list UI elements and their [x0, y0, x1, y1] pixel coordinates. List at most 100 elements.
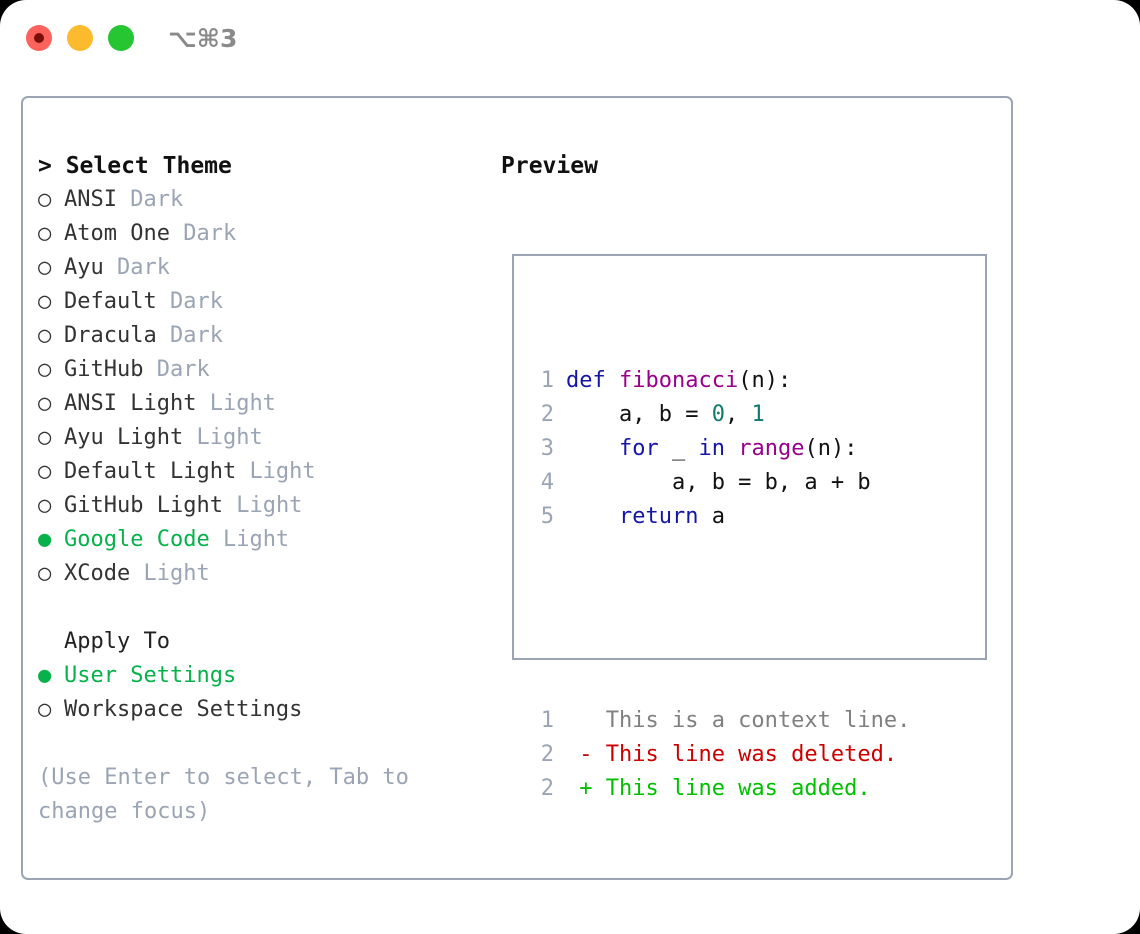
line-number: 2 — [540, 776, 554, 801]
theme-option-label: Default Light — [64, 459, 237, 484]
theme-option-variant-tag: Light — [249, 459, 316, 484]
theme-selector-column: > Select Theme ○ANSI Dark○Atom One Dark○… — [38, 149, 488, 727]
theme-option-ansi-light[interactable]: ○ANSI Light Light — [38, 387, 488, 421]
code-token: _ — [658, 436, 699, 461]
theme-option-variant-tag: Dark — [169, 289, 223, 314]
theme-option-ayu-light[interactable]: ○Ayu Light Light — [38, 421, 488, 455]
apply-option-label: Workspace Settings — [64, 697, 303, 722]
theme-option-label: Atom One — [64, 221, 170, 246]
theme-option-default-light[interactable]: ○Default Light Light — [38, 455, 488, 489]
theme-option-variant-tag: Light — [143, 561, 210, 586]
theme-option-variant-tag: Light — [236, 493, 303, 518]
theme-option-ayu[interactable]: ○ Ayu Dark — [38, 251, 488, 285]
theme-option-xcode[interactable]: ○ XCode Light — [38, 557, 488, 591]
theme-option-label: Ayu Light — [64, 425, 184, 450]
radio-unselected-icon: ○ — [38, 289, 52, 314]
theme-options-list: ○ANSI Dark○Atom One Dark○Ayu Dark○Defaul… — [38, 183, 488, 591]
radio-unselected-icon: ○ — [38, 493, 52, 518]
theme-option-default[interactable]: ○ Default Dark — [38, 285, 488, 319]
theme-option-github[interactable]: ○GitHub Dark — [38, 353, 488, 387]
radio-unselected-icon: ○ — [38, 323, 52, 348]
code-token: a — [698, 504, 725, 529]
radio-unselected-icon: ○ — [38, 561, 52, 586]
theme-option-variant-tag: Dark — [130, 187, 184, 212]
theme-option-label: GitHub — [64, 357, 144, 382]
spacer — [236, 459, 249, 484]
code-token — [606, 368, 619, 393]
theme-option-ansi[interactable]: ○ANSI Dark — [38, 183, 488, 217]
section-spacer — [38, 591, 488, 625]
theme-option-label: Default — [64, 289, 157, 314]
code-token: range — [738, 436, 805, 461]
maximize-button[interactable] — [108, 25, 134, 51]
code-token: def — [566, 368, 606, 393]
title-bar: ⌥⌘3 — [0, 0, 1140, 78]
spacer — [210, 527, 223, 552]
diff-line: 2 + This line was added. — [526, 772, 910, 806]
diff-line: 1 This is a context line. — [526, 704, 911, 738]
diff-line-text: This is a context line. — [566, 708, 911, 733]
theme-option-label: ANSI — [64, 187, 117, 212]
radio-unselected-icon: ○ — [38, 255, 52, 280]
code-token: 1 — [751, 402, 765, 427]
close-button[interactable] — [26, 25, 52, 51]
line-number: 5 — [540, 504, 554, 529]
theme-option-atom-one[interactable]: ○Atom One Dark — [38, 217, 488, 251]
apply-option-workspace-settings[interactable]: ○Workspace Settings — [38, 693, 488, 727]
line-number: 2 — [540, 742, 554, 767]
code-line: 5 return a — [526, 500, 910, 534]
select-theme-header: > Select Theme — [38, 153, 232, 179]
line-number: 1 — [540, 368, 554, 393]
theme-option-label: XCode — [64, 561, 131, 586]
theme-option-github-light[interactable]: ○GitHub Light Light — [38, 489, 488, 523]
code-token: fibonacci — [619, 368, 739, 393]
apply-option-label: User Settings — [64, 663, 237, 688]
diff-line-text: - This line was deleted. — [566, 742, 898, 767]
code-line: 3 for _ in range(n): — [526, 432, 910, 466]
code-token: in — [698, 436, 725, 461]
apply-option-user-settings[interactable]: ● User Settings — [38, 659, 488, 693]
code-token — [725, 436, 738, 461]
radio-unselected-icon: ○ — [38, 425, 52, 450]
apply-to-options-list: ● User Settings ○Workspace Settings — [38, 659, 488, 727]
theme-option-variant-tag: Dark — [117, 255, 170, 280]
code-token: return — [618, 504, 699, 529]
radio-selected-icon: ● — [38, 527, 52, 552]
keyboard-hint: (Use Enter to select, Tab to change focu… — [38, 765, 409, 824]
radio-selected-icon: ● — [38, 663, 52, 688]
keyboard-shortcut-label: ⌥⌘3 — [168, 24, 238, 53]
spacer — [157, 289, 170, 314]
theme-option-label: Dracula — [64, 323, 157, 348]
line-number: 3 — [540, 436, 554, 461]
radio-unselected-icon: ○ — [38, 357, 52, 382]
diff-line: 2 - This line was deleted. — [526, 738, 910, 772]
diff-line-text: + This line was added. — [566, 776, 871, 801]
line-number: 1 — [540, 708, 554, 733]
spacer — [143, 357, 156, 382]
code-token: , — [724, 402, 752, 427]
spacer — [157, 323, 170, 348]
preview-title: Preview — [501, 153, 598, 179]
theme-option-google-code[interactable]: ●Google Code Light — [38, 523, 488, 557]
theme-option-label: Ayu — [64, 255, 104, 280]
code-token: 0 — [711, 402, 725, 427]
code-token: for — [618, 436, 659, 461]
line-number: 2 — [540, 402, 554, 427]
apply-to-header: Apply To — [64, 629, 170, 654]
theme-option-variant-tag: Dark — [183, 221, 237, 246]
window-controls — [26, 25, 134, 51]
theme-option-dracula[interactable]: ○Dracula Dark — [38, 319, 488, 353]
code-line: 4 a, b = b, a + b — [526, 466, 910, 500]
radio-unselected-icon: ○ — [38, 391, 52, 416]
theme-option-label: Google Code — [64, 527, 210, 552]
code-token — [566, 504, 619, 529]
minimize-button[interactable] — [67, 25, 93, 51]
code-token: a, b = — [566, 402, 712, 427]
code-token — [566, 436, 619, 461]
